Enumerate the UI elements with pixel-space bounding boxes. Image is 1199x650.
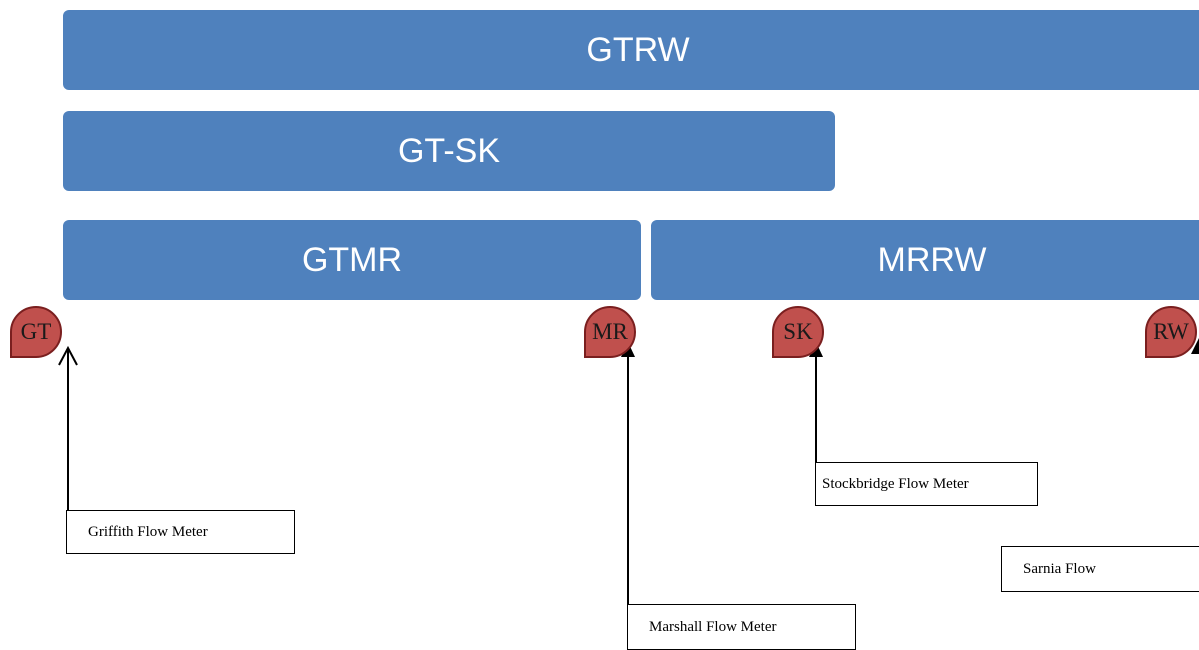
node-mr-label: MR bbox=[592, 319, 628, 344]
meter-marshall-text: Marshall Flow Meter bbox=[649, 618, 777, 635]
node-rw: RW bbox=[1145, 306, 1197, 358]
meter-marshall-label: Marshall Flow Meter bbox=[627, 604, 856, 650]
arrow-sarnia bbox=[1191, 338, 1199, 354]
meter-griffith-label: Griffith Flow Meter bbox=[66, 510, 295, 554]
meter-sarnia-label: Sarnia Flow bbox=[1001, 546, 1199, 592]
node-rw-label: RW bbox=[1153, 319, 1189, 344]
meter-griffith-text: Griffith Flow Meter bbox=[88, 523, 208, 540]
segment-gtmr-label: GTMR bbox=[301, 240, 403, 279]
node-sk: SK bbox=[772, 306, 824, 358]
segment-mrrw: MRRW bbox=[651, 220, 1199, 300]
node-sk-label: SK bbox=[783, 319, 813, 344]
node-mr: MR bbox=[584, 306, 636, 358]
meter-stockbridge-text: Stockbridge Flow Meter bbox=[822, 475, 969, 492]
segment-gtrw: GTRW bbox=[63, 10, 1199, 90]
segment-mrrw-label: MRRW bbox=[877, 240, 987, 279]
segment-gtrw-label: GTRW bbox=[586, 30, 690, 69]
node-gt: GT bbox=[10, 306, 62, 358]
arrow-marshall bbox=[621, 342, 635, 605]
segment-gtmr: GTMR bbox=[63, 220, 641, 300]
node-gt-label: GT bbox=[20, 319, 52, 344]
segment-gt-sk-label: GT-SK bbox=[397, 131, 501, 170]
segment-gt-sk: GT-SK bbox=[63, 111, 835, 191]
meter-sarnia-text: Sarnia Flow bbox=[1023, 560, 1096, 577]
arrow-griffith bbox=[58, 345, 78, 512]
meter-stockbridge-label: Stockbridge Flow Meter bbox=[815, 462, 1038, 506]
